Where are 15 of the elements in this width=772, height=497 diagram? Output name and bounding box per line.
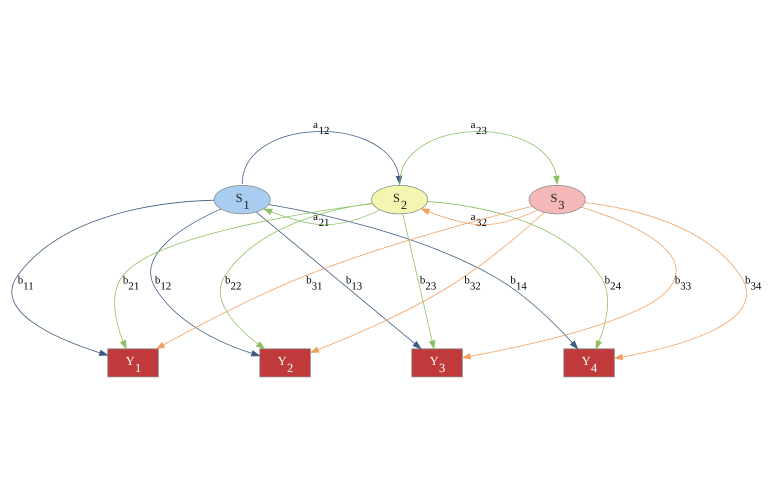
arrow — [427, 201, 608, 350]
arrow — [262, 208, 380, 226]
arrow — [584, 202, 747, 360]
arrow — [11, 200, 214, 356]
arrow — [150, 208, 261, 356]
arrow — [461, 206, 676, 360]
arrow — [420, 208, 538, 226]
arrow — [402, 214, 436, 350]
arrow — [310, 212, 545, 353]
arrow — [399, 131, 560, 186]
arrow — [268, 204, 578, 350]
arrow — [114, 203, 373, 350]
arrow — [220, 202, 373, 350]
arrow — [156, 206, 532, 350]
arrow — [256, 212, 422, 350]
